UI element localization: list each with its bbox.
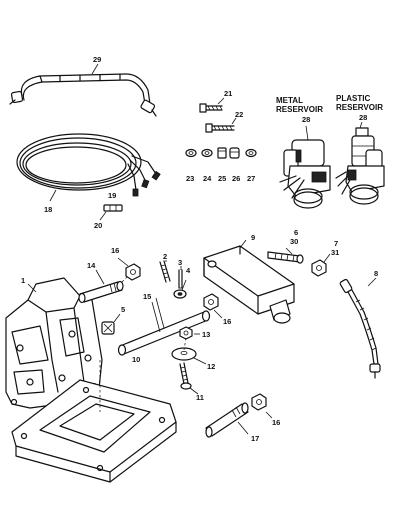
callout-30: 30 [290, 237, 298, 246]
callout-29: 29 [93, 55, 101, 64]
part-11-bolt [179, 362, 199, 395]
callout-19: 19 [108, 191, 116, 200]
part-16-nut-bottom [251, 393, 273, 419]
callout-15: 15 [143, 292, 151, 301]
metal-reservoir-number: 28 [302, 115, 310, 124]
part-10-base-plate [11, 360, 177, 483]
callout-11: 11 [196, 393, 204, 402]
callout-23: 23 [186, 174, 194, 183]
callout-1: 1 [21, 276, 25, 285]
part-28-metal-reservoir [279, 125, 331, 209]
plastic-reservoir-label-2: RESERVOIR [336, 103, 383, 112]
callout-26: 26 [232, 174, 240, 183]
part-21-screw [199, 97, 225, 113]
plastic-reservoir-number: 28 [359, 113, 367, 122]
callout-17: 17 [251, 434, 259, 443]
callout-2: 2 [163, 252, 167, 261]
part-8-hose [339, 277, 381, 379]
callout-6: 6 [294, 228, 298, 237]
metal-reservoir-label-1: METAL [276, 96, 303, 105]
plastic-reservoir-label-1: PLASTIC [336, 94, 370, 103]
part-16-nut-top [117, 257, 141, 283]
callout-24: 24 [203, 174, 212, 183]
part-5-bushing [101, 313, 121, 335]
part-15-shaft [117, 297, 211, 356]
part-12-washer [171, 337, 207, 365]
callout-16-mid: 16 [223, 317, 231, 326]
part-7-nut [311, 253, 331, 277]
part-3-pin [178, 266, 183, 289]
washers-23-27 [185, 147, 257, 159]
callout-10: 10 [132, 355, 140, 364]
callout-18: 18 [44, 205, 52, 214]
part-20-connector [99, 204, 123, 221]
part-18-cable-harness [16, 133, 161, 202]
part-9-arm [203, 239, 295, 324]
part-17-pin [205, 402, 249, 438]
callout-13: 13 [202, 330, 210, 339]
part-14-pin [78, 269, 124, 304]
callout-16-bottom: 16 [272, 418, 280, 427]
callout-9: 9 [251, 233, 255, 242]
callout-16-top: 16 [111, 246, 119, 255]
part-4-washer [173, 279, 187, 299]
callout-21: 21 [224, 89, 232, 98]
part-6-rod [267, 247, 304, 264]
callout-20: 20 [94, 221, 102, 230]
part-28-plastic-reservoir [335, 121, 385, 205]
callout-5: 5 [121, 305, 125, 314]
callout-27: 27 [247, 174, 255, 183]
callout-14: 14 [87, 261, 96, 270]
metal-reservoir-label-2: RESERVOIR [276, 105, 323, 114]
callout-22: 22 [235, 110, 243, 119]
callout-3: 3 [178, 258, 182, 267]
callout-8: 8 [374, 269, 378, 278]
part-13-nut [179, 326, 200, 340]
callout-7: 7 [334, 239, 338, 248]
callout-31: 31 [331, 248, 339, 257]
callout-25: 25 [218, 174, 226, 183]
part-22-screw [205, 117, 237, 133]
part-16-nut-mid [203, 293, 223, 319]
part-29-hose [9, 63, 157, 117]
callout-12: 12 [207, 362, 215, 371]
part-2-set-screw [159, 260, 171, 283]
callout-4: 4 [186, 266, 191, 275]
